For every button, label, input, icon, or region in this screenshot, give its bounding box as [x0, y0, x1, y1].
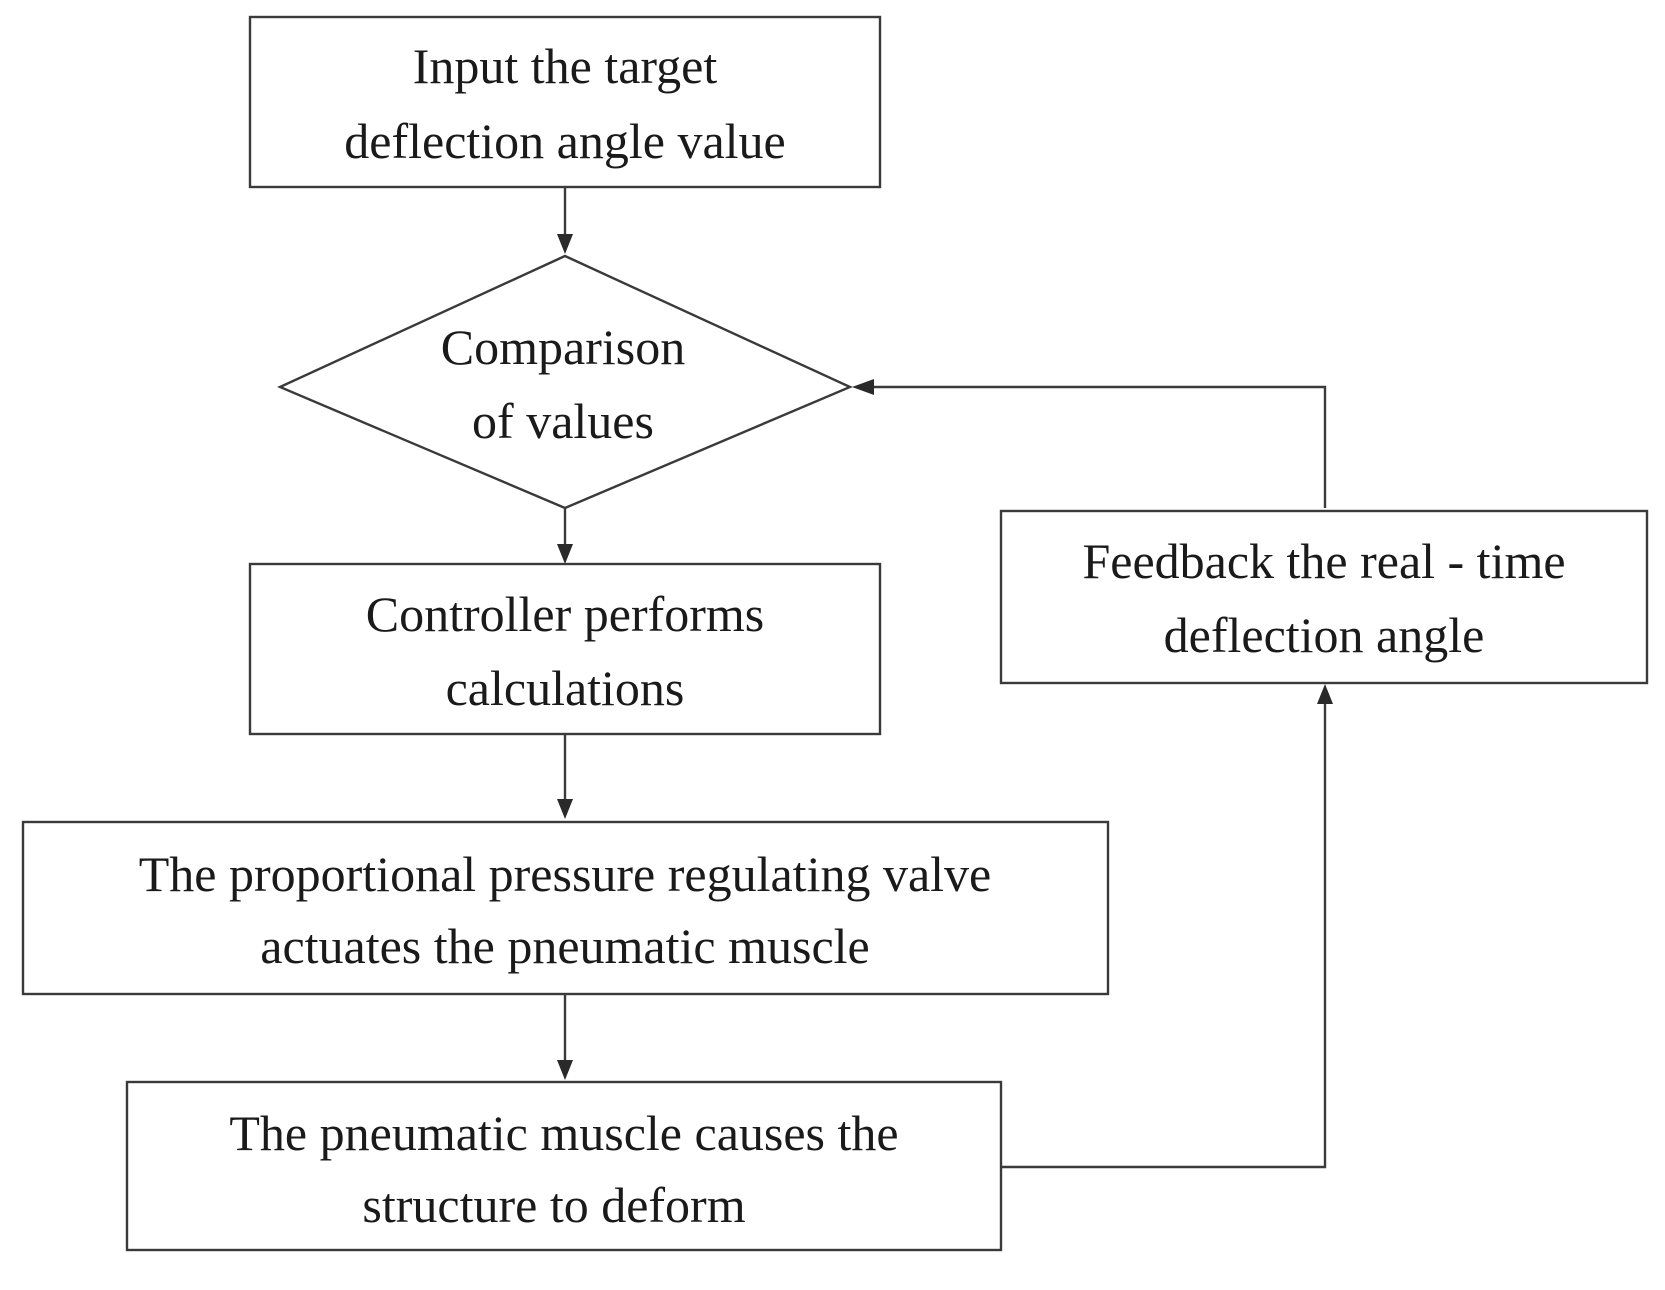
node-deform-line2: structure to deform — [362, 1177, 745, 1233]
node-controller-line1: Controller performs — [366, 586, 765, 642]
node-deform-line1: The pneumatic muscle causes the — [229, 1105, 898, 1161]
edge-feedback-to-comparison — [852, 379, 1327, 508]
node-input-target-box — [248, 15, 882, 189]
node-feedback-box — [999, 509, 1649, 685]
node-input-target: Input the target deflection angle value — [248, 15, 882, 189]
node-controller: Controller performs calculations — [248, 562, 882, 736]
node-valve-line1: The proportional pressure regulating val… — [139, 846, 992, 902]
node-valve-box — [21, 820, 1110, 996]
node-feedback-line1: Feedback the real - time — [1082, 533, 1565, 589]
edge-deform-to-feedback — [1001, 684, 1333, 1169]
node-deform: The pneumatic muscle causes the structur… — [125, 1080, 1003, 1252]
node-comparison-line2: of values — [472, 393, 654, 449]
node-feedback: Feedback the real - time deflection angl… — [999, 509, 1649, 685]
node-valve: The proportional pressure regulating val… — [21, 820, 1110, 996]
edge-valve-to-deform — [557, 994, 573, 1080]
edge-controller-to-valve — [557, 735, 573, 819]
node-comparison-line1: Comparison — [441, 319, 685, 375]
node-input-target-line1: Input the target — [413, 38, 718, 94]
node-input-target-line2: deflection angle value — [344, 113, 785, 169]
node-feedback-line2: deflection angle — [1164, 607, 1485, 663]
node-deform-box — [125, 1080, 1003, 1252]
node-comparison-diamond — [277, 254, 853, 510]
edge-comparison-to-controller — [557, 508, 573, 564]
node-controller-box — [248, 562, 882, 736]
edge-input-to-comparison — [557, 187, 573, 254]
edges — [557, 187, 1333, 1169]
node-comparison: Comparison of values — [277, 254, 853, 510]
node-controller-line2: calculations — [446, 660, 685, 716]
node-valve-line2: actuates the pneumatic muscle — [260, 918, 869, 974]
